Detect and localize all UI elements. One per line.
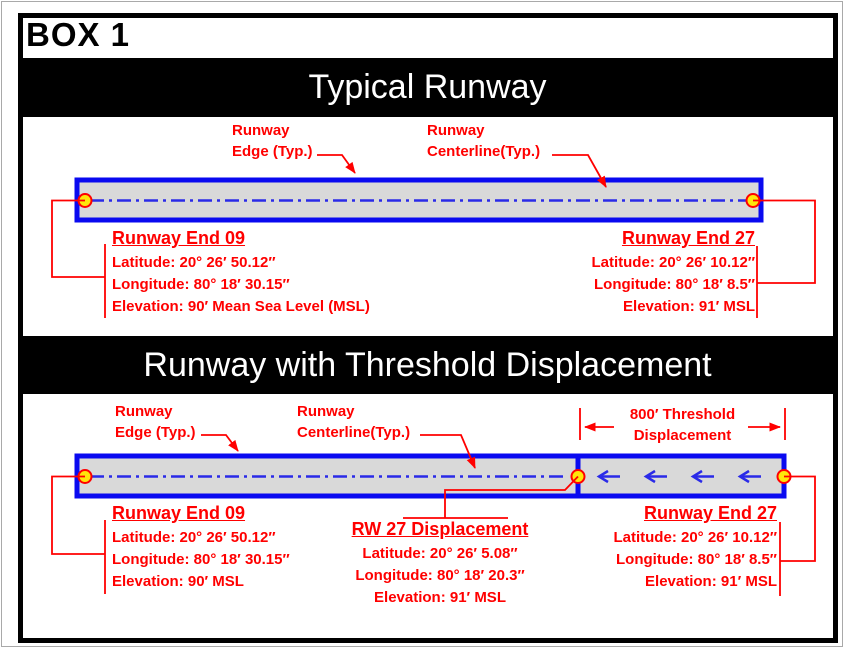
longitude-value: Longitude: 80° 18′ 8.5″: [594, 276, 755, 293]
displacement-heading: RW 27 Displacement: [351, 519, 529, 539]
latitude-value: Latitude: 20° 26′ 50.12″: [112, 254, 276, 271]
elevation-value: Elevation: 90′ MSL: [112, 573, 244, 590]
edge-callout-arrow: [317, 154, 356, 174]
runway-end-heading: Runway End 09: [112, 228, 246, 248]
centerline-callout-label: Runway Centerline(Typ.): [427, 122, 541, 160]
longitude-value: Longitude: 80° 18′ 30.15″: [112, 551, 290, 568]
longitude-value: Longitude: 80° 18′ 30.15″: [112, 276, 290, 293]
threshold-dimension-lines: [579, 408, 786, 440]
edge-callout-label: Runway Edge (Typ.): [232, 122, 313, 160]
section-bar-typical-runway: Typical Runway: [22, 58, 833, 117]
runway-end-27-data: Runway End 27 Latitude: 20° 26′ 10.12″ L…: [515, 228, 755, 318]
edge-callout-label: Runway Edge (Typ.): [115, 403, 196, 441]
threshold-dimension-label: 800′ Threshold Displacement: [629, 406, 736, 444]
end27-leader-bracket: [753, 199, 816, 284]
centerline-callout-arrow: [552, 154, 607, 188]
end09-leader-bracket: [51, 475, 105, 555]
latitude-value: Latitude: 20° 26′ 50.12″: [112, 529, 276, 546]
end27-leader-bracket: [780, 475, 816, 562]
runway-end-heading: Runway End 27: [643, 503, 777, 523]
outer-frame: [18, 13, 838, 643]
elevation-value: Elevation: 91′ MSL: [374, 589, 506, 606]
runway-end-heading: Runway End 09: [112, 503, 246, 523]
longitude-value: Longitude: 80° 18′ 20.3″: [355, 567, 525, 584]
section-title: Runway with Threshold Displacement: [143, 345, 712, 384]
runway-end-09-data: Runway End 09 Latitude: 20° 26′ 50.12″ L…: [112, 503, 372, 593]
latitude-value: Latitude: 20° 26′ 10.12″: [613, 529, 777, 546]
elevation-value: Elevation: 90′ Mean Sea Level (MSL): [112, 298, 370, 315]
latitude-value: Latitude: 20° 26′ 5.08″: [362, 545, 518, 562]
latitude-value: Latitude: 20° 26′ 10.12″: [591, 254, 755, 271]
centerline-callout-label: Runway Centerline(Typ.): [297, 403, 411, 441]
rw-27-displacement-data: RW 27 Displacement Latitude: 20° 26′ 5.0…: [330, 519, 550, 609]
displacement-leader: [444, 475, 579, 518]
runway-end-27-data: Runway End 27 Latitude: 20° 26′ 10.12″ L…: [537, 503, 777, 593]
edge-callout-arrow: [201, 434, 239, 452]
typical-runway-diagram: [51, 154, 816, 318]
box-title: BOX 1: [26, 16, 131, 53]
runway-end-09-data: Runway End 09 Latitude: 20° 26′ 50.12″ L…: [112, 228, 392, 318]
runway-end-heading: Runway End 27: [621, 228, 755, 248]
elevation-value: Elevation: 91′ MSL: [623, 298, 755, 315]
section-title: Typical Runway: [308, 68, 547, 106]
longitude-value: Longitude: 80° 18′ 8.5″: [616, 551, 777, 568]
displaced-area-arrow-icons: [596, 469, 761, 484]
section-bar-threshold-displacement: Runway with Threshold Displacement: [22, 336, 833, 394]
end09-leader-bracket: [51, 199, 105, 278]
centerline-callout-arrow: [420, 434, 476, 469]
displaced-threshold-diagram: [51, 408, 816, 596]
elevation-value: Elevation: 91′ MSL: [645, 573, 777, 590]
